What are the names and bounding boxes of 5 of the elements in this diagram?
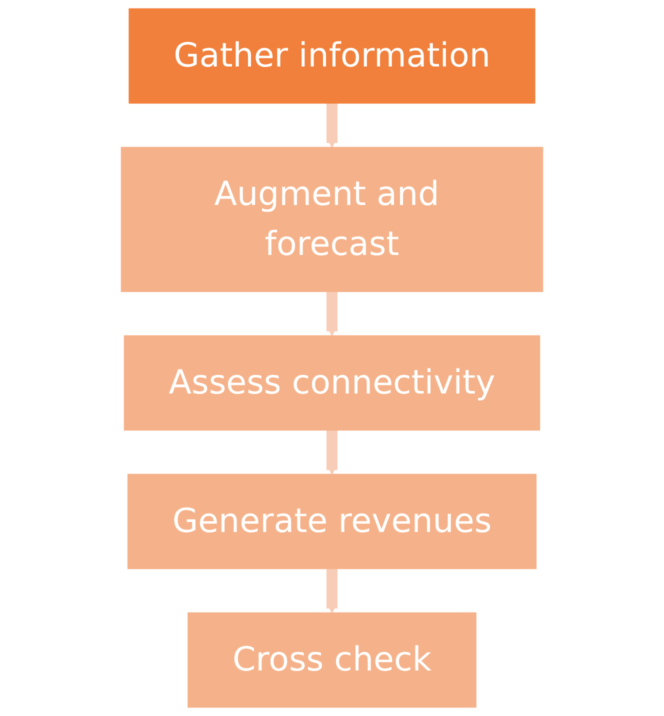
node-box: Gather information — [128, 8, 536, 104]
node-box: Cross check — [188, 612, 476, 708]
node-box: Augment and forecast — [120, 146, 544, 292]
node-box: Generate revenues — [127, 474, 537, 570]
node-box: Assess connectivity — [124, 335, 540, 431]
